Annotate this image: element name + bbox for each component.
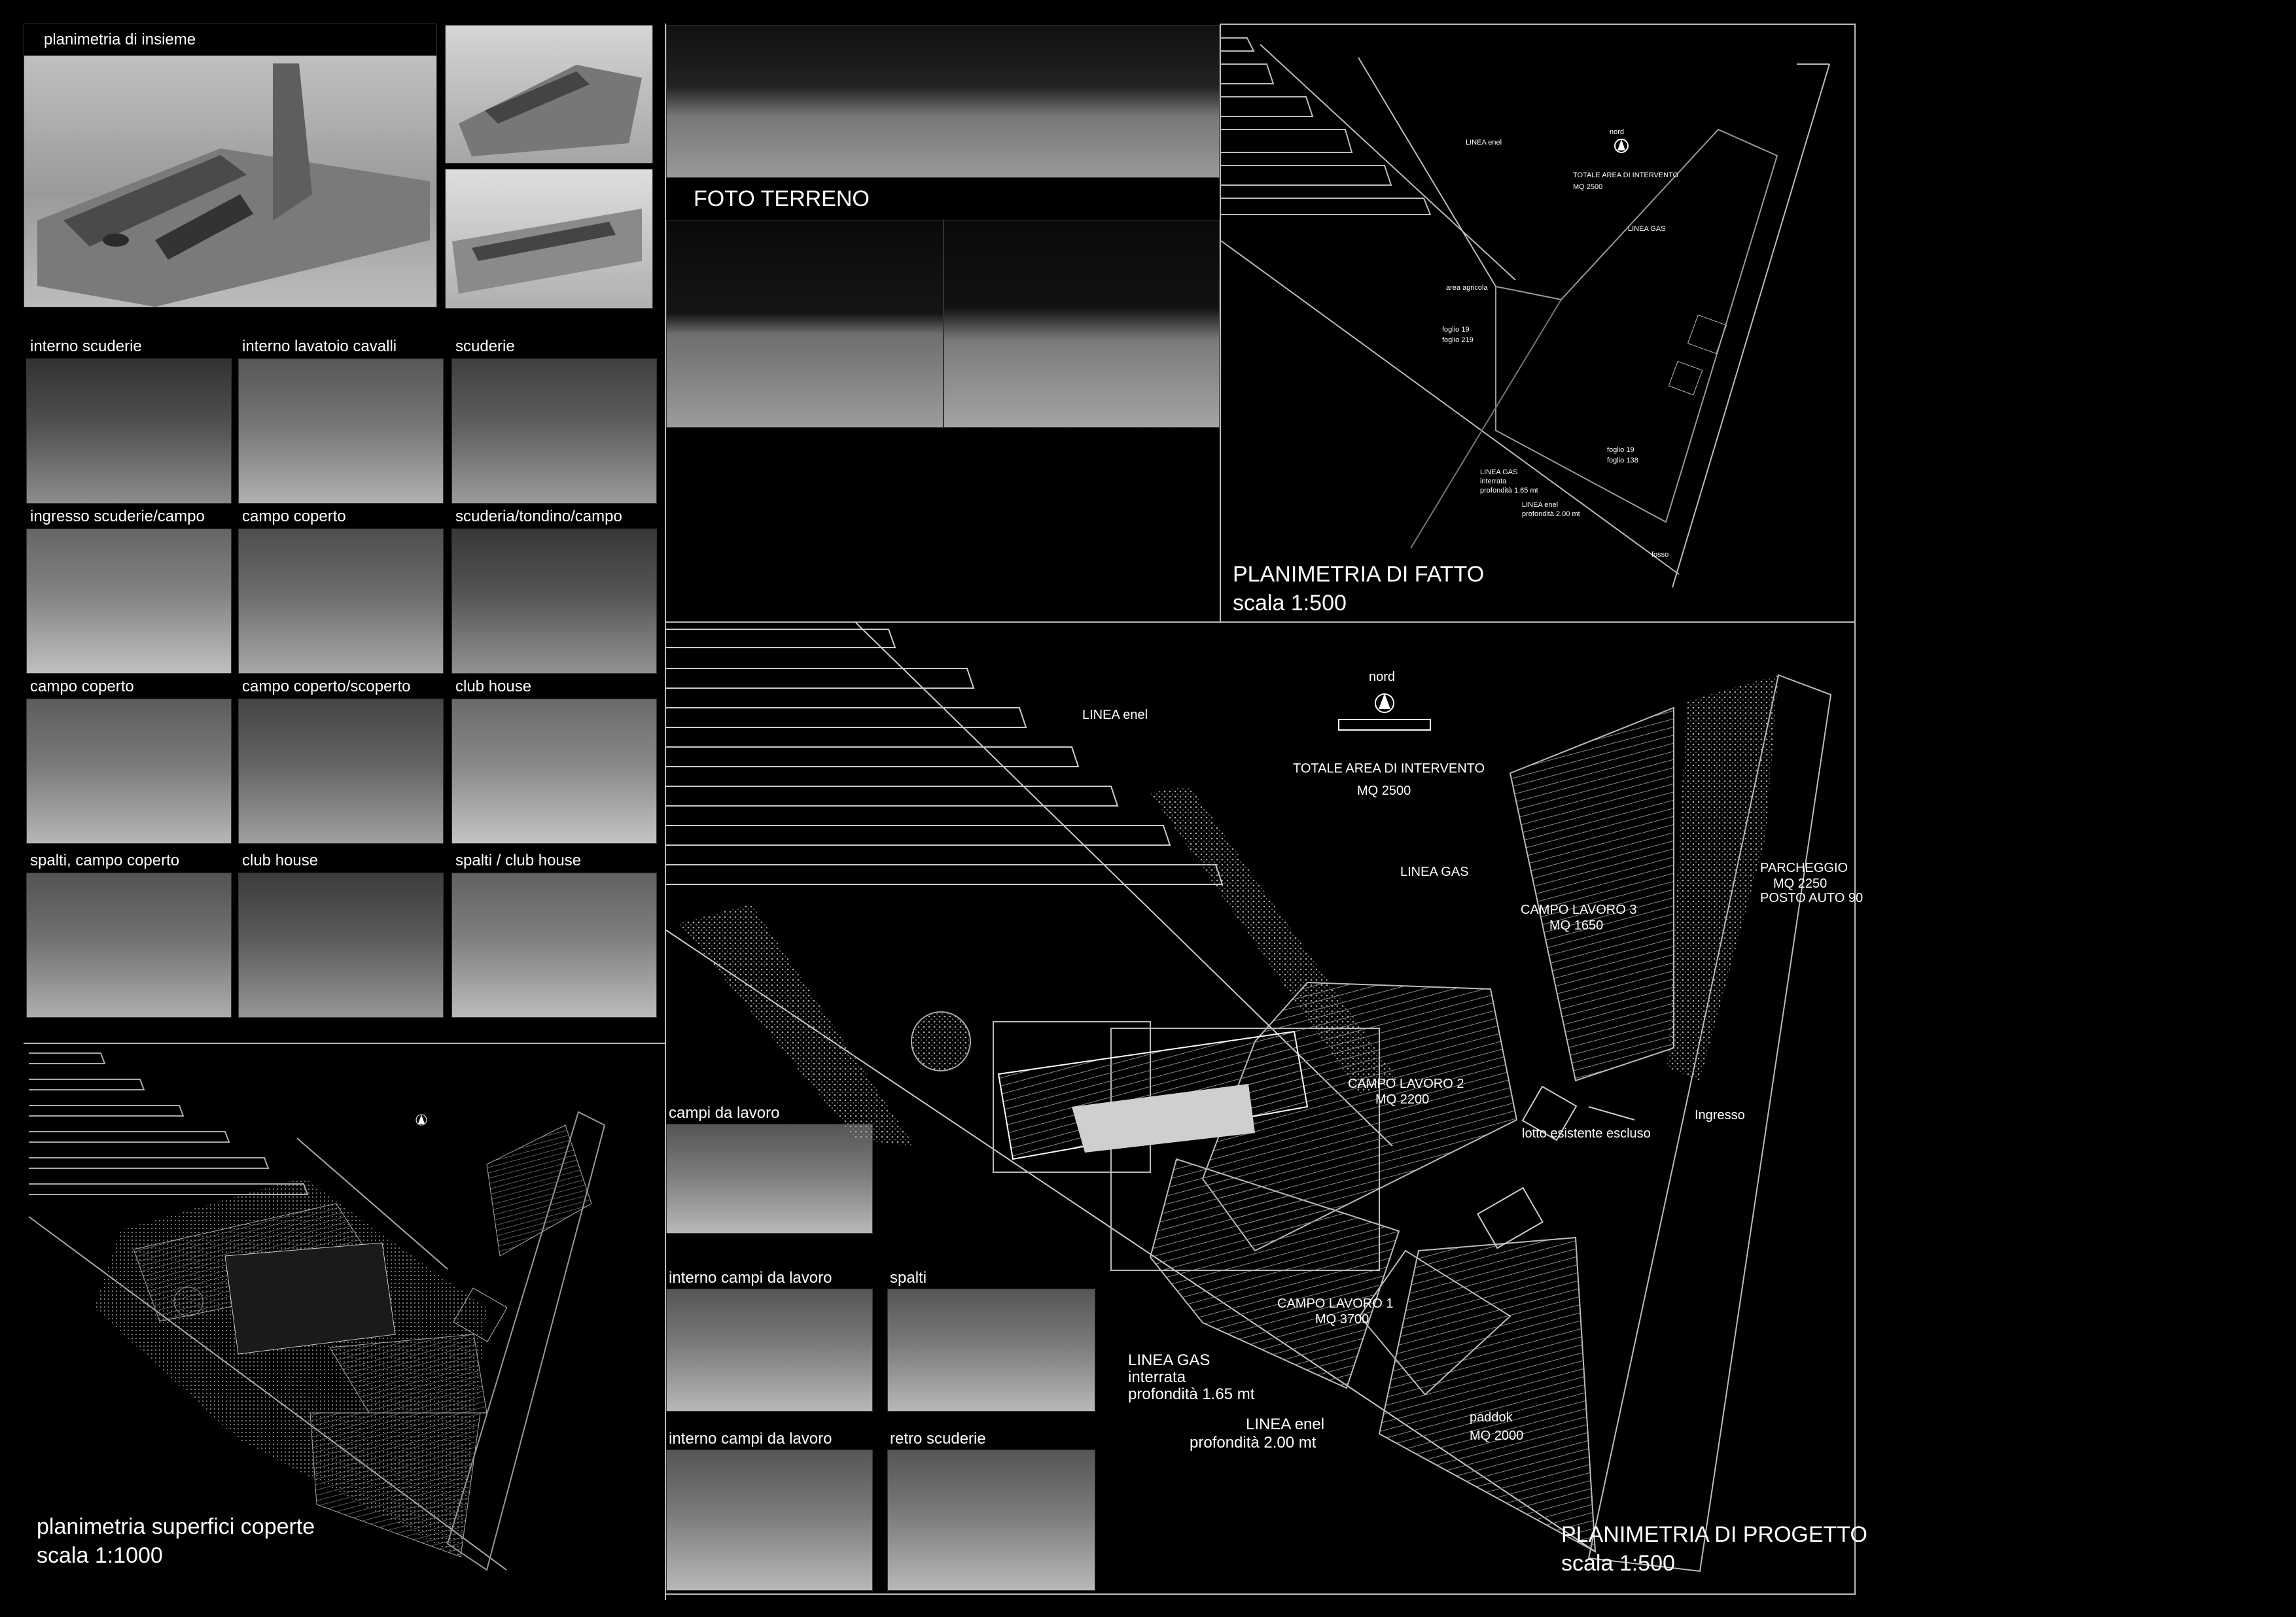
superfici-plan-drawing [28, 1052, 606, 1571]
progetto-parcheggio-mq: MQ 2250 [1773, 877, 1828, 891]
fatto-gas-note-1: LINEA GAS [1480, 468, 1518, 476]
small-gallery-render [887, 1289, 1095, 1412]
fatto-enel-note-1: LINEA enel [1522, 501, 1559, 509]
progetto-gas-3: profondità 1.65 mt [1128, 1385, 1255, 1403]
gallery-label: campo coperto/scoperto [242, 678, 411, 695]
progetto-lotto: lotto esistente escluso [1522, 1126, 1651, 1141]
superfici-scale: scala 1:1000 [37, 1543, 163, 1568]
gallery-label: club house [455, 678, 532, 695]
progetto-paddok: paddok [1470, 1410, 1513, 1425]
fatto-area-agricola: area agricola [1446, 284, 1488, 292]
fatto-foglio-1b: foglio 219 [1442, 336, 1474, 344]
overview-label: planimetria di insieme [24, 24, 436, 56]
fatto-foglio-2: foglio 19 [1607, 446, 1634, 454]
gallery-label: campo coperto [30, 678, 134, 695]
fatto-fosso: fosso [1651, 551, 1669, 559]
progetto-campo2-mq: MQ 2200 [1375, 1092, 1430, 1107]
divider-left-mid [24, 1043, 665, 1044]
progetto-north: nord [1369, 670, 1396, 684]
fatto-linea-enel: LINEA enel [1466, 139, 1502, 147]
fatto-scale: scala 1:500 [1233, 591, 1347, 616]
gallery-render [451, 873, 657, 1018]
gallery-render [238, 529, 444, 674]
progetto-linea-gas: LINEA GAS [1400, 865, 1469, 879]
gallery-render [451, 699, 657, 844]
small-gallery-render [666, 1289, 873, 1412]
divider-frame [665, 24, 666, 1600]
gallery-label: spalti, campo coperto [30, 852, 180, 869]
terrain-photo-1 [666, 25, 1220, 178]
terrain-photo-3 [944, 220, 1220, 428]
gallery-render [238, 699, 444, 844]
overview-render-3 [445, 169, 653, 309]
progetto-campo3: CAMPO LAVORO 3 [1521, 903, 1637, 917]
gallery-render [26, 358, 232, 504]
fatto-plan-drawing [1220, 37, 1830, 588]
fatto-north: nord [1610, 128, 1625, 136]
small-gallery-label: campi da lavoro [669, 1104, 780, 1122]
gallery-label: interno scuderie [30, 338, 142, 355]
progetto-parcheggio: PARCHEGGIO [1760, 861, 1848, 875]
overview-sketch [37, 63, 430, 307]
progetto-title: PLANIMETRIA DI PROGETTO [1561, 1522, 1867, 1547]
progetto-campo2: CAMPO LAVORO 2 [1348, 1077, 1464, 1091]
divider-right [1854, 24, 1856, 1593]
progetto-plan-drawing [665, 622, 1832, 1573]
fatto-mq: MQ 2500 [1573, 183, 1603, 191]
progetto-enel-1: LINEA enel [1246, 1416, 1325, 1433]
progetto-linea-enel: LINEA enel [1082, 708, 1148, 722]
small-gallery-label: interno campi da lavoro [669, 1430, 832, 1448]
overview-render: planimetria di insieme [24, 24, 437, 307]
terrain-photo-2 [666, 220, 944, 428]
small-gallery-label: interno campi da lavoro [669, 1269, 832, 1287]
small-gallery-render [666, 1450, 873, 1591]
gallery-render [451, 529, 657, 674]
gallery-render [238, 873, 444, 1018]
fatto-foglio-2b: foglio 138 [1607, 457, 1638, 464]
progetto-enel-2: profondità 2.00 mt [1190, 1434, 1316, 1452]
superfici-title: planimetria superfici coperte [37, 1514, 315, 1539]
gallery-label: campo coperto [242, 508, 346, 525]
progetto-posto-auto: POSTO AUTO 90 [1760, 891, 1863, 905]
progetto-paddok-mq: MQ 2000 [1470, 1429, 1524, 1443]
fatto-foglio-1: foglio 19 [1442, 326, 1470, 334]
progetto-scale: scala 1:500 [1561, 1551, 1675, 1576]
gallery-label: interno lavatoio cavalli [242, 338, 397, 355]
gallery-render [26, 873, 232, 1018]
foto-terreno-label: FOTO TERRENO [694, 186, 870, 211]
gallery-render [238, 358, 444, 504]
gallery-render [451, 358, 657, 504]
fatto-title: PLANIMETRIA DI FATTO [1233, 562, 1485, 587]
gallery-label: club house [242, 852, 319, 869]
gallery-label: spalti / club house [455, 852, 582, 869]
fatto-totale: TOTALE AREA DI INTERVENTO [1573, 171, 1679, 179]
small-gallery-render [666, 1124, 873, 1234]
overview-render-2 [445, 25, 653, 164]
progetto-totale: TOTALE AREA DI INTERVENTO [1293, 761, 1485, 776]
progetto-gas-2: interrata [1128, 1368, 1186, 1386]
progetto-ingresso: Ingresso [1695, 1108, 1745, 1122]
fatto-gas-note-3: profondità 1.65 mt [1480, 487, 1538, 495]
fatto-gas-note-2: interrata [1480, 478, 1507, 485]
divider-frame-right [1220, 24, 1221, 621]
fatto-linea-gas: LINEA GAS [1628, 225, 1666, 233]
progetto-campo1: CAMPO LAVORO 1 [1277, 1296, 1394, 1311]
progetto-gas-1: LINEA GAS [1128, 1351, 1210, 1369]
small-gallery-label: retro scuderie [890, 1430, 986, 1448]
progetto-campo3-mq: MQ 1650 [1549, 918, 1604, 933]
divider-fatto-bottom [665, 621, 1854, 623]
gallery-label: scuderie [455, 338, 515, 355]
gallery-label: scuderia/tondino/campo [455, 508, 622, 525]
small-gallery-render [887, 1450, 1095, 1591]
fatto-enel-note-2: profondità 2.00 mt [1522, 510, 1580, 518]
divider-bottom [665, 1593, 1856, 1595]
gallery-render [26, 529, 232, 674]
gallery-render [26, 699, 232, 844]
divider-top [1220, 24, 1854, 25]
gallery-label: ingresso scuderie/campo [30, 508, 205, 525]
progetto-campo1-mq: MQ 3700 [1315, 1312, 1369, 1327]
progetto-mq: MQ 2500 [1357, 784, 1411, 798]
small-gallery-label: spalti [890, 1269, 927, 1287]
